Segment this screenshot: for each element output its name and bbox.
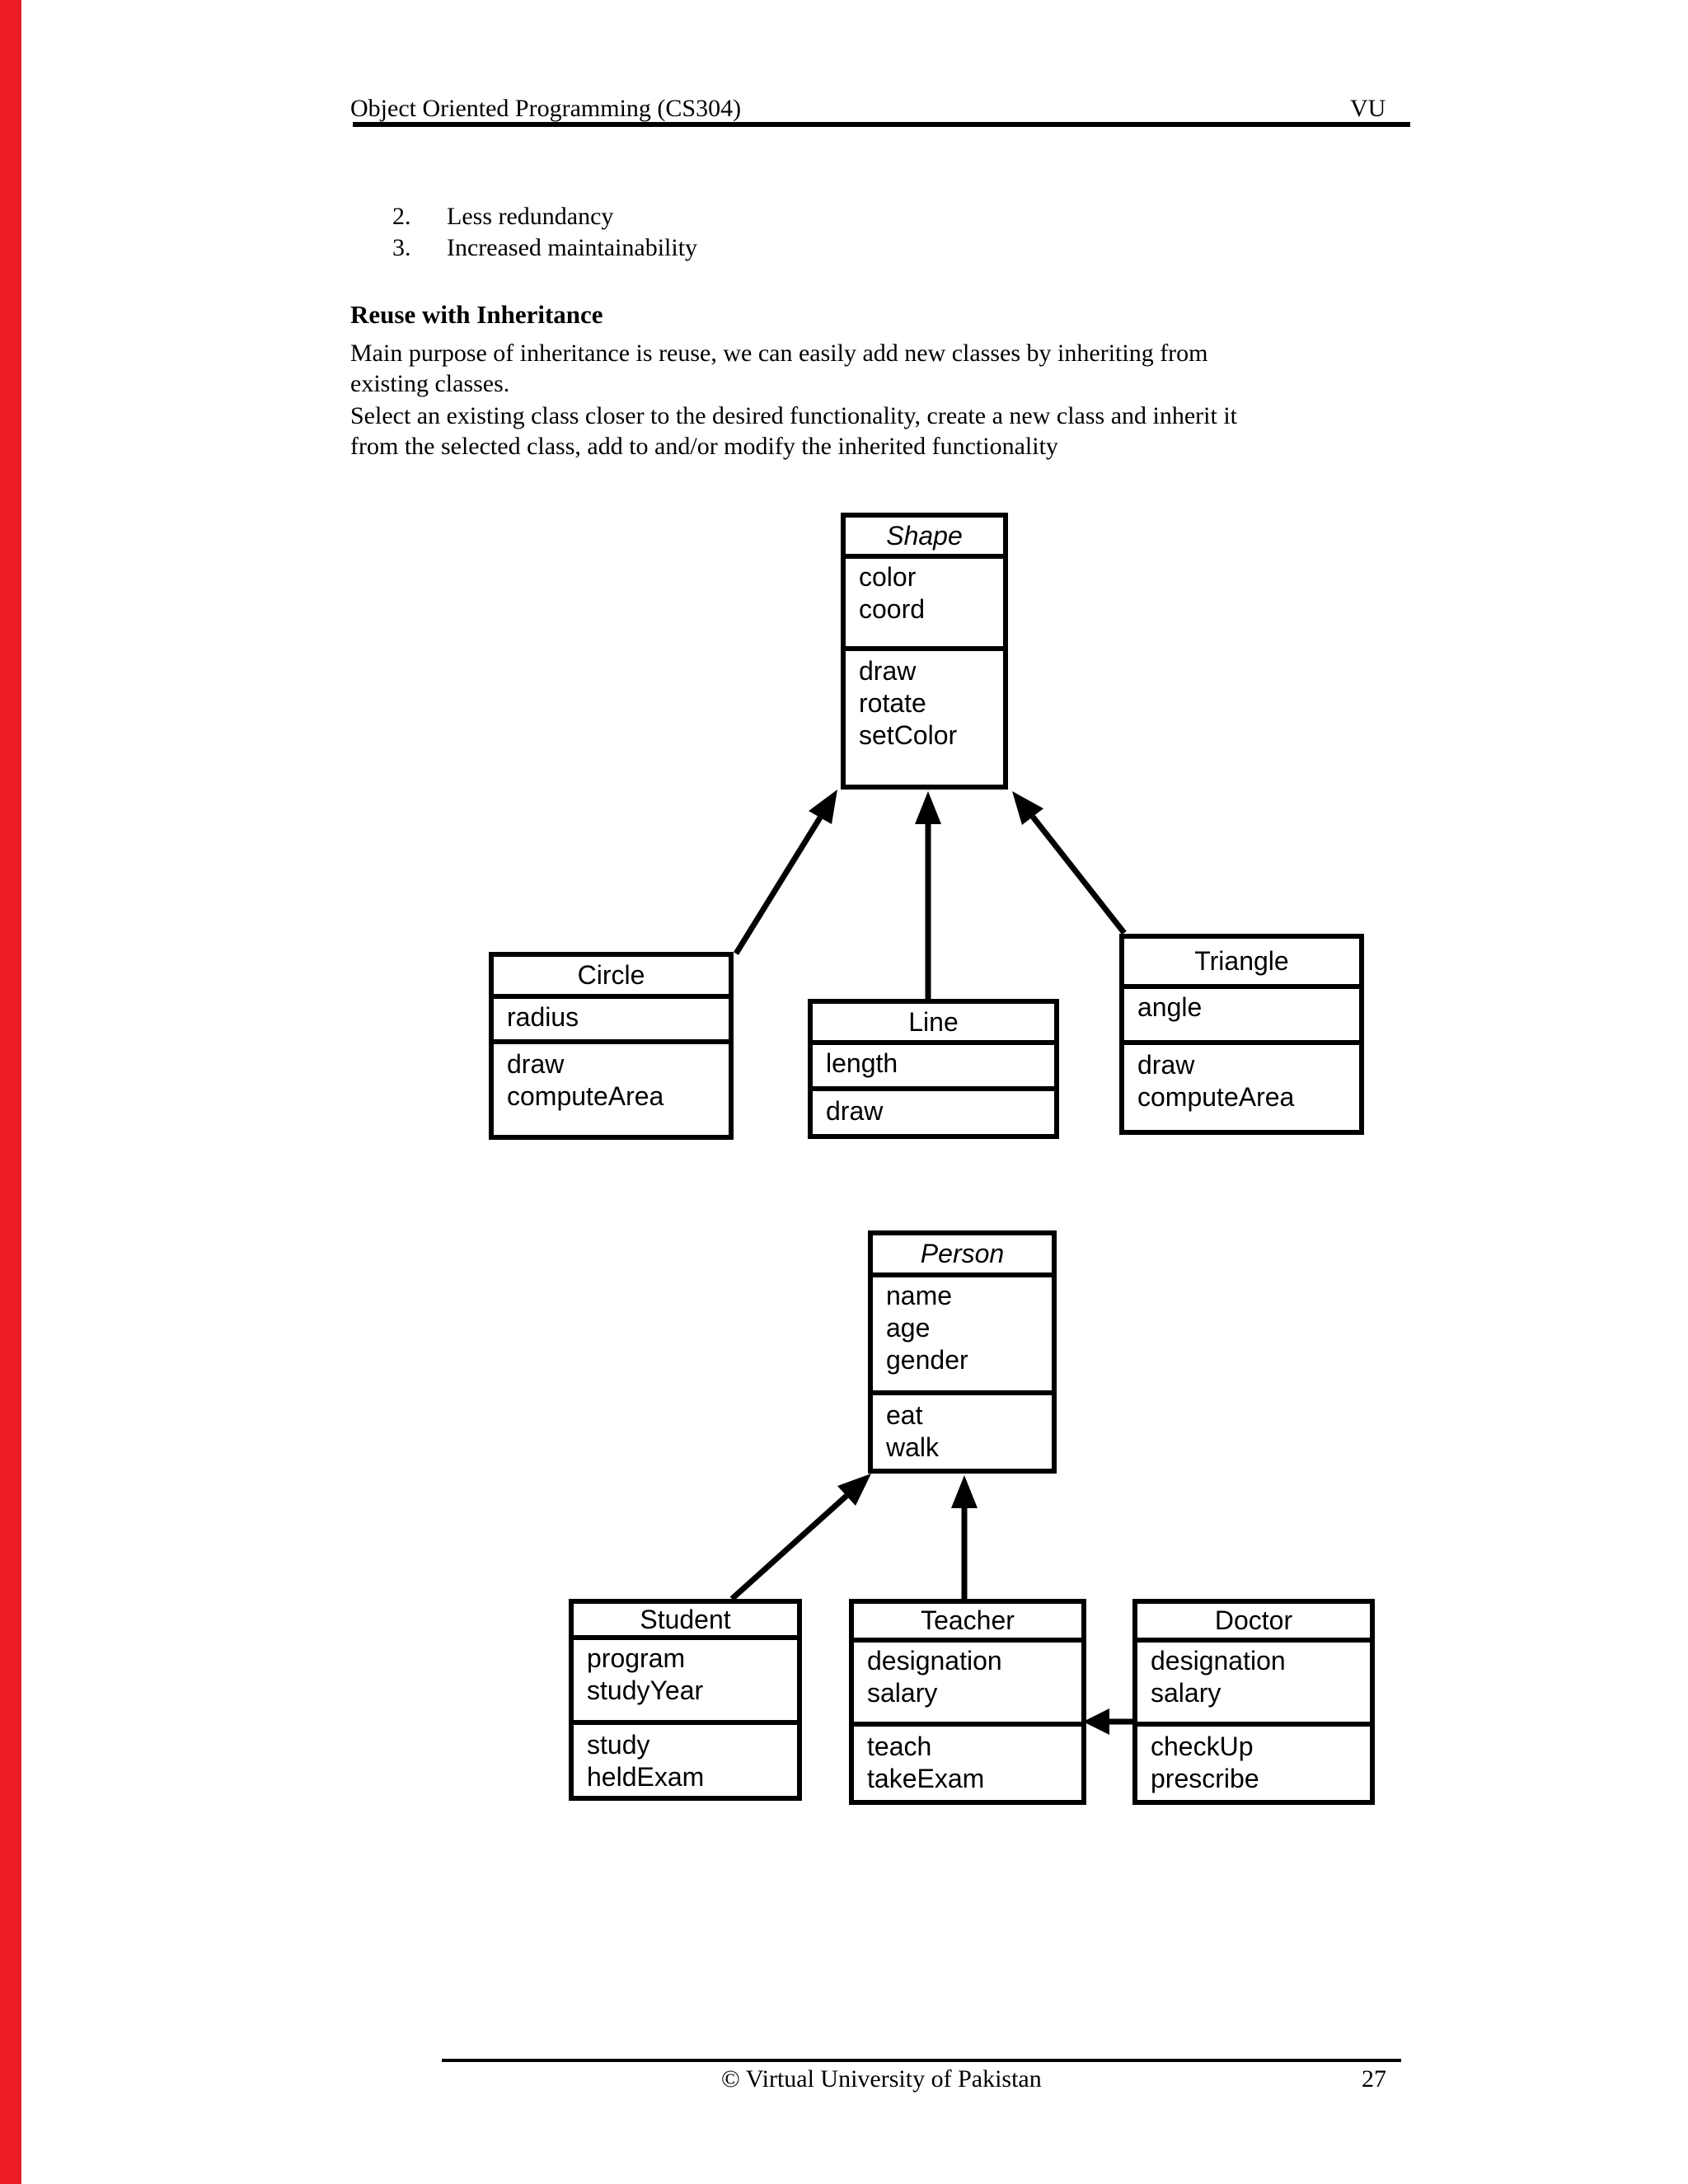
uml-class-title: Student <box>574 1604 797 1640</box>
uml-method: heldExam <box>587 1762 705 1792</box>
uml-method: eat <box>886 1400 923 1430</box>
footer-copyright: © Virtual University of Pakistan <box>721 2065 1042 2093</box>
uml-methods: draw computeArea <box>1124 1045 1359 1130</box>
uml-attribute: angle <box>1137 992 1203 1022</box>
uml-attribute: radius <box>507 1002 579 1032</box>
header-right-label: VU <box>1350 95 1386 122</box>
uml-attributes: angle <box>1124 989 1359 1045</box>
list-item: 2. Less redundancy <box>392 201 613 232</box>
uml-method: setColor <box>859 720 958 750</box>
uml-methods: draw rotate setColor <box>846 651 1003 785</box>
uml-attributes: length <box>813 1045 1054 1091</box>
list-item-text: Increased maintainability <box>447 234 698 261</box>
paragraph-line: Select an existing class closer to the d… <box>350 402 1238 429</box>
uml-class-person: Person name age gender eat walk <box>868 1230 1057 1474</box>
uml-methods: study heldExam <box>574 1725 797 1796</box>
uml-attribute: coord <box>859 594 926 624</box>
uml-method: checkUp <box>1151 1732 1254 1761</box>
uml-class-title: Shape <box>846 518 1003 559</box>
uml-attributes: program studyYear <box>574 1640 797 1725</box>
paragraph-line: existing classes. <box>350 370 510 397</box>
uml-class-doctor: Doctor designation salary checkUp prescr… <box>1132 1599 1375 1805</box>
uml-class-student: Student program studyYear study heldExam <box>569 1599 802 1801</box>
uml-class-title: Teacher <box>854 1604 1081 1643</box>
list-item: 3. Increased maintainability <box>392 232 697 264</box>
section-heading: Reuse with Inheritance <box>350 300 603 329</box>
uml-attribute: name <box>886 1281 953 1310</box>
uml-method: computeArea <box>507 1081 664 1111</box>
uml-class-title: Line <box>813 1004 1054 1045</box>
arrow-doctor-to-teacher <box>1083 1708 1132 1735</box>
uml-attribute: gender <box>886 1345 968 1375</box>
list-item-text: Less redundancy <box>447 203 614 230</box>
paragraph-line: Main purpose of inheritance is reuse, we… <box>350 340 1208 367</box>
footer-page-number: 27 <box>1362 2065 1386 2093</box>
uml-methods: teach takeExam <box>854 1727 1081 1800</box>
uml-methods: draw computeArea <box>494 1044 729 1135</box>
footer-rule <box>442 2059 1401 2062</box>
uml-class-triangle: Triangle angle draw computeArea <box>1119 934 1364 1135</box>
uml-class-title: Triangle <box>1124 939 1359 989</box>
uml-method: takeExam <box>867 1764 985 1793</box>
uml-attribute: length <box>826 1048 898 1078</box>
uml-class-teacher: Teacher designation salary teach takeExa… <box>849 1599 1086 1805</box>
uml-attribute: age <box>886 1313 931 1343</box>
arrow-teacher-to-person <box>951 1475 978 1599</box>
uml-method: walk <box>886 1432 940 1462</box>
uml-class-shape: Shape color coord draw rotate setColor <box>841 513 1008 790</box>
header-rule <box>353 122 1410 127</box>
uml-class-line: Line length draw <box>808 999 1059 1139</box>
uml-attributes: radius <box>494 999 729 1044</box>
arrow-circle-to-shape <box>734 790 837 955</box>
uml-methods: checkUp prescribe <box>1137 1727 1370 1800</box>
uml-method: prescribe <box>1151 1764 1259 1793</box>
uml-method: draw <box>507 1049 565 1079</box>
uml-class-circle: Circle radius draw computeArea <box>489 952 734 1140</box>
uml-attribute: designation <box>867 1646 1002 1675</box>
uml-attribute: program <box>587 1643 686 1673</box>
arrow-triangle-to-shape <box>1012 791 1127 935</box>
uml-methods: eat walk <box>873 1395 1052 1469</box>
arrow-line-to-shape <box>915 791 941 999</box>
uml-method: draw <box>859 656 917 686</box>
uml-attributes: designation salary <box>1137 1643 1370 1727</box>
uml-attribute: studyYear <box>587 1675 704 1705</box>
uml-attribute: designation <box>1151 1646 1286 1675</box>
uml-attributes: name age gender <box>873 1277 1052 1395</box>
uml-method: teach <box>867 1732 932 1761</box>
uml-attribute: salary <box>867 1678 938 1708</box>
list-item-number: 2. <box>392 203 411 230</box>
uml-method: draw <box>826 1096 884 1126</box>
uml-attributes: color coord <box>846 559 1003 651</box>
uml-class-title: Person <box>873 1235 1052 1277</box>
uml-method: rotate <box>859 688 926 718</box>
uml-attribute: color <box>859 562 917 592</box>
uml-class-title: Circle <box>494 957 729 999</box>
uml-method: computeArea <box>1137 1082 1295 1112</box>
arrow-student-to-person <box>729 1474 871 1601</box>
paragraph-line: from the selected class, add to and/or m… <box>350 433 1058 460</box>
uml-attributes: designation salary <box>854 1643 1081 1727</box>
list-item-number: 3. <box>392 234 411 261</box>
uml-class-title: Doctor <box>1137 1604 1370 1643</box>
uml-method: draw <box>1137 1050 1195 1080</box>
uml-method: study <box>587 1730 650 1760</box>
left-red-accent-bar <box>0 0 21 2184</box>
uml-methods: draw <box>813 1091 1054 1134</box>
header-course-title: Object Oriented Programming (CS304) <box>350 95 742 122</box>
uml-attribute: salary <box>1151 1678 1221 1708</box>
